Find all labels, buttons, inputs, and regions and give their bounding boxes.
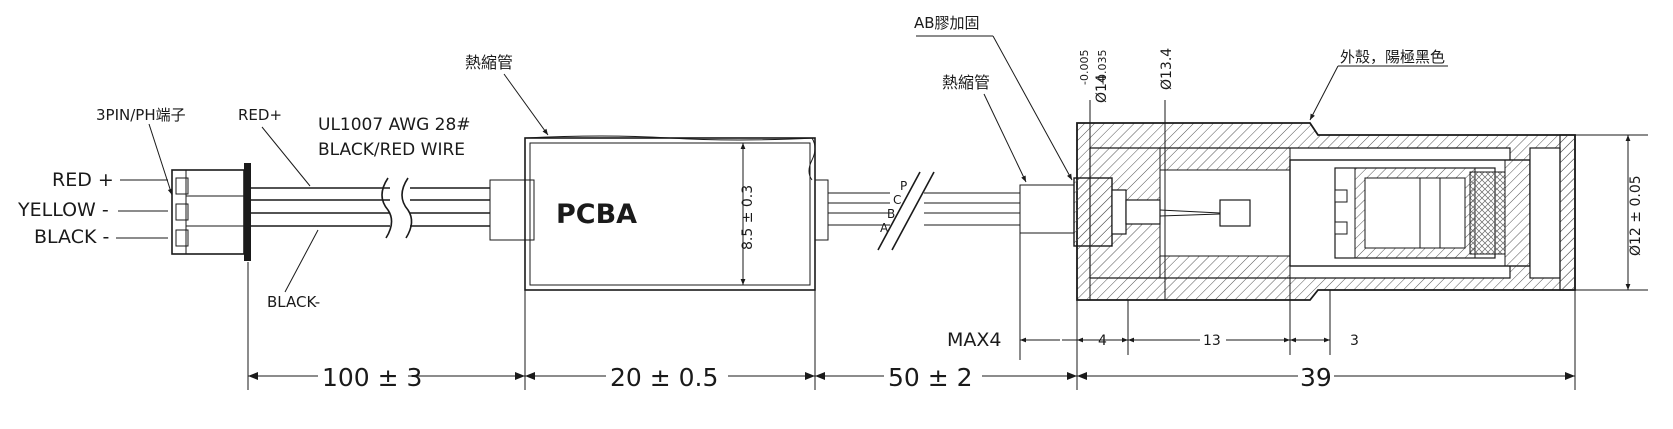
dim-pcba-length: 20 ± 0.5 — [610, 363, 718, 392]
dim-13: 13 — [1203, 333, 1221, 349]
dim-max4: MAX4 — [947, 329, 1002, 351]
wire-spec-line2: BLACK/RED WIRE — [318, 140, 465, 160]
glue-label: AB膠加固 — [914, 14, 980, 32]
wire-red-label: RED+ — [238, 106, 282, 124]
pin-black-label: BLACK - — [34, 226, 109, 248]
pin-red-label: RED + — [52, 169, 114, 191]
heat-shrink-label-1: 熱縮管 — [465, 53, 513, 72]
pcba-board — [489, 135, 829, 291]
diameter-14-tol-lower: -0.035 — [1096, 50, 1109, 85]
lead-b: B — [887, 207, 895, 221]
lead-c: C — [893, 193, 901, 207]
lead-a: A — [880, 221, 889, 235]
heat-shrink-label-2: 熱縮管 — [942, 73, 990, 92]
wire-bundle — [251, 177, 490, 239]
lead-bundle — [828, 171, 1020, 251]
pin-yellow-label: YELLOW - — [17, 199, 109, 221]
dim-housing-length: 39 — [1300, 363, 1332, 392]
connector-title: 3PIN/PH端子 — [96, 106, 186, 124]
connector-body — [171, 163, 251, 261]
diameter-13-4: Ø13.4 — [1159, 48, 1175, 90]
dim-wire-length: 100 ± 3 — [322, 363, 422, 392]
housing-note: 外殼，陽極黑色 — [1340, 48, 1445, 66]
diameter-14-tol-upper: -0.005 — [1078, 50, 1091, 85]
dim-4: 4 — [1098, 333, 1107, 349]
lead-p: P — [900, 179, 907, 193]
pcba-label: PCBA — [556, 199, 637, 230]
dim-3: 3 — [1350, 333, 1359, 349]
diameter-14: Ø14 — [1094, 74, 1110, 103]
wire-spec-line1: UL1007 AWG 28# — [318, 115, 471, 135]
sensor-housing — [1073, 122, 1576, 301]
wire-black-label: BLACK- — [267, 293, 320, 311]
dim-cable-length: 50 ± 2 — [888, 363, 973, 392]
pcba-height-dim: 8.5 ± 0.3 — [740, 185, 756, 250]
diameter-12: Ø12 ± 0.05 — [1628, 175, 1644, 256]
